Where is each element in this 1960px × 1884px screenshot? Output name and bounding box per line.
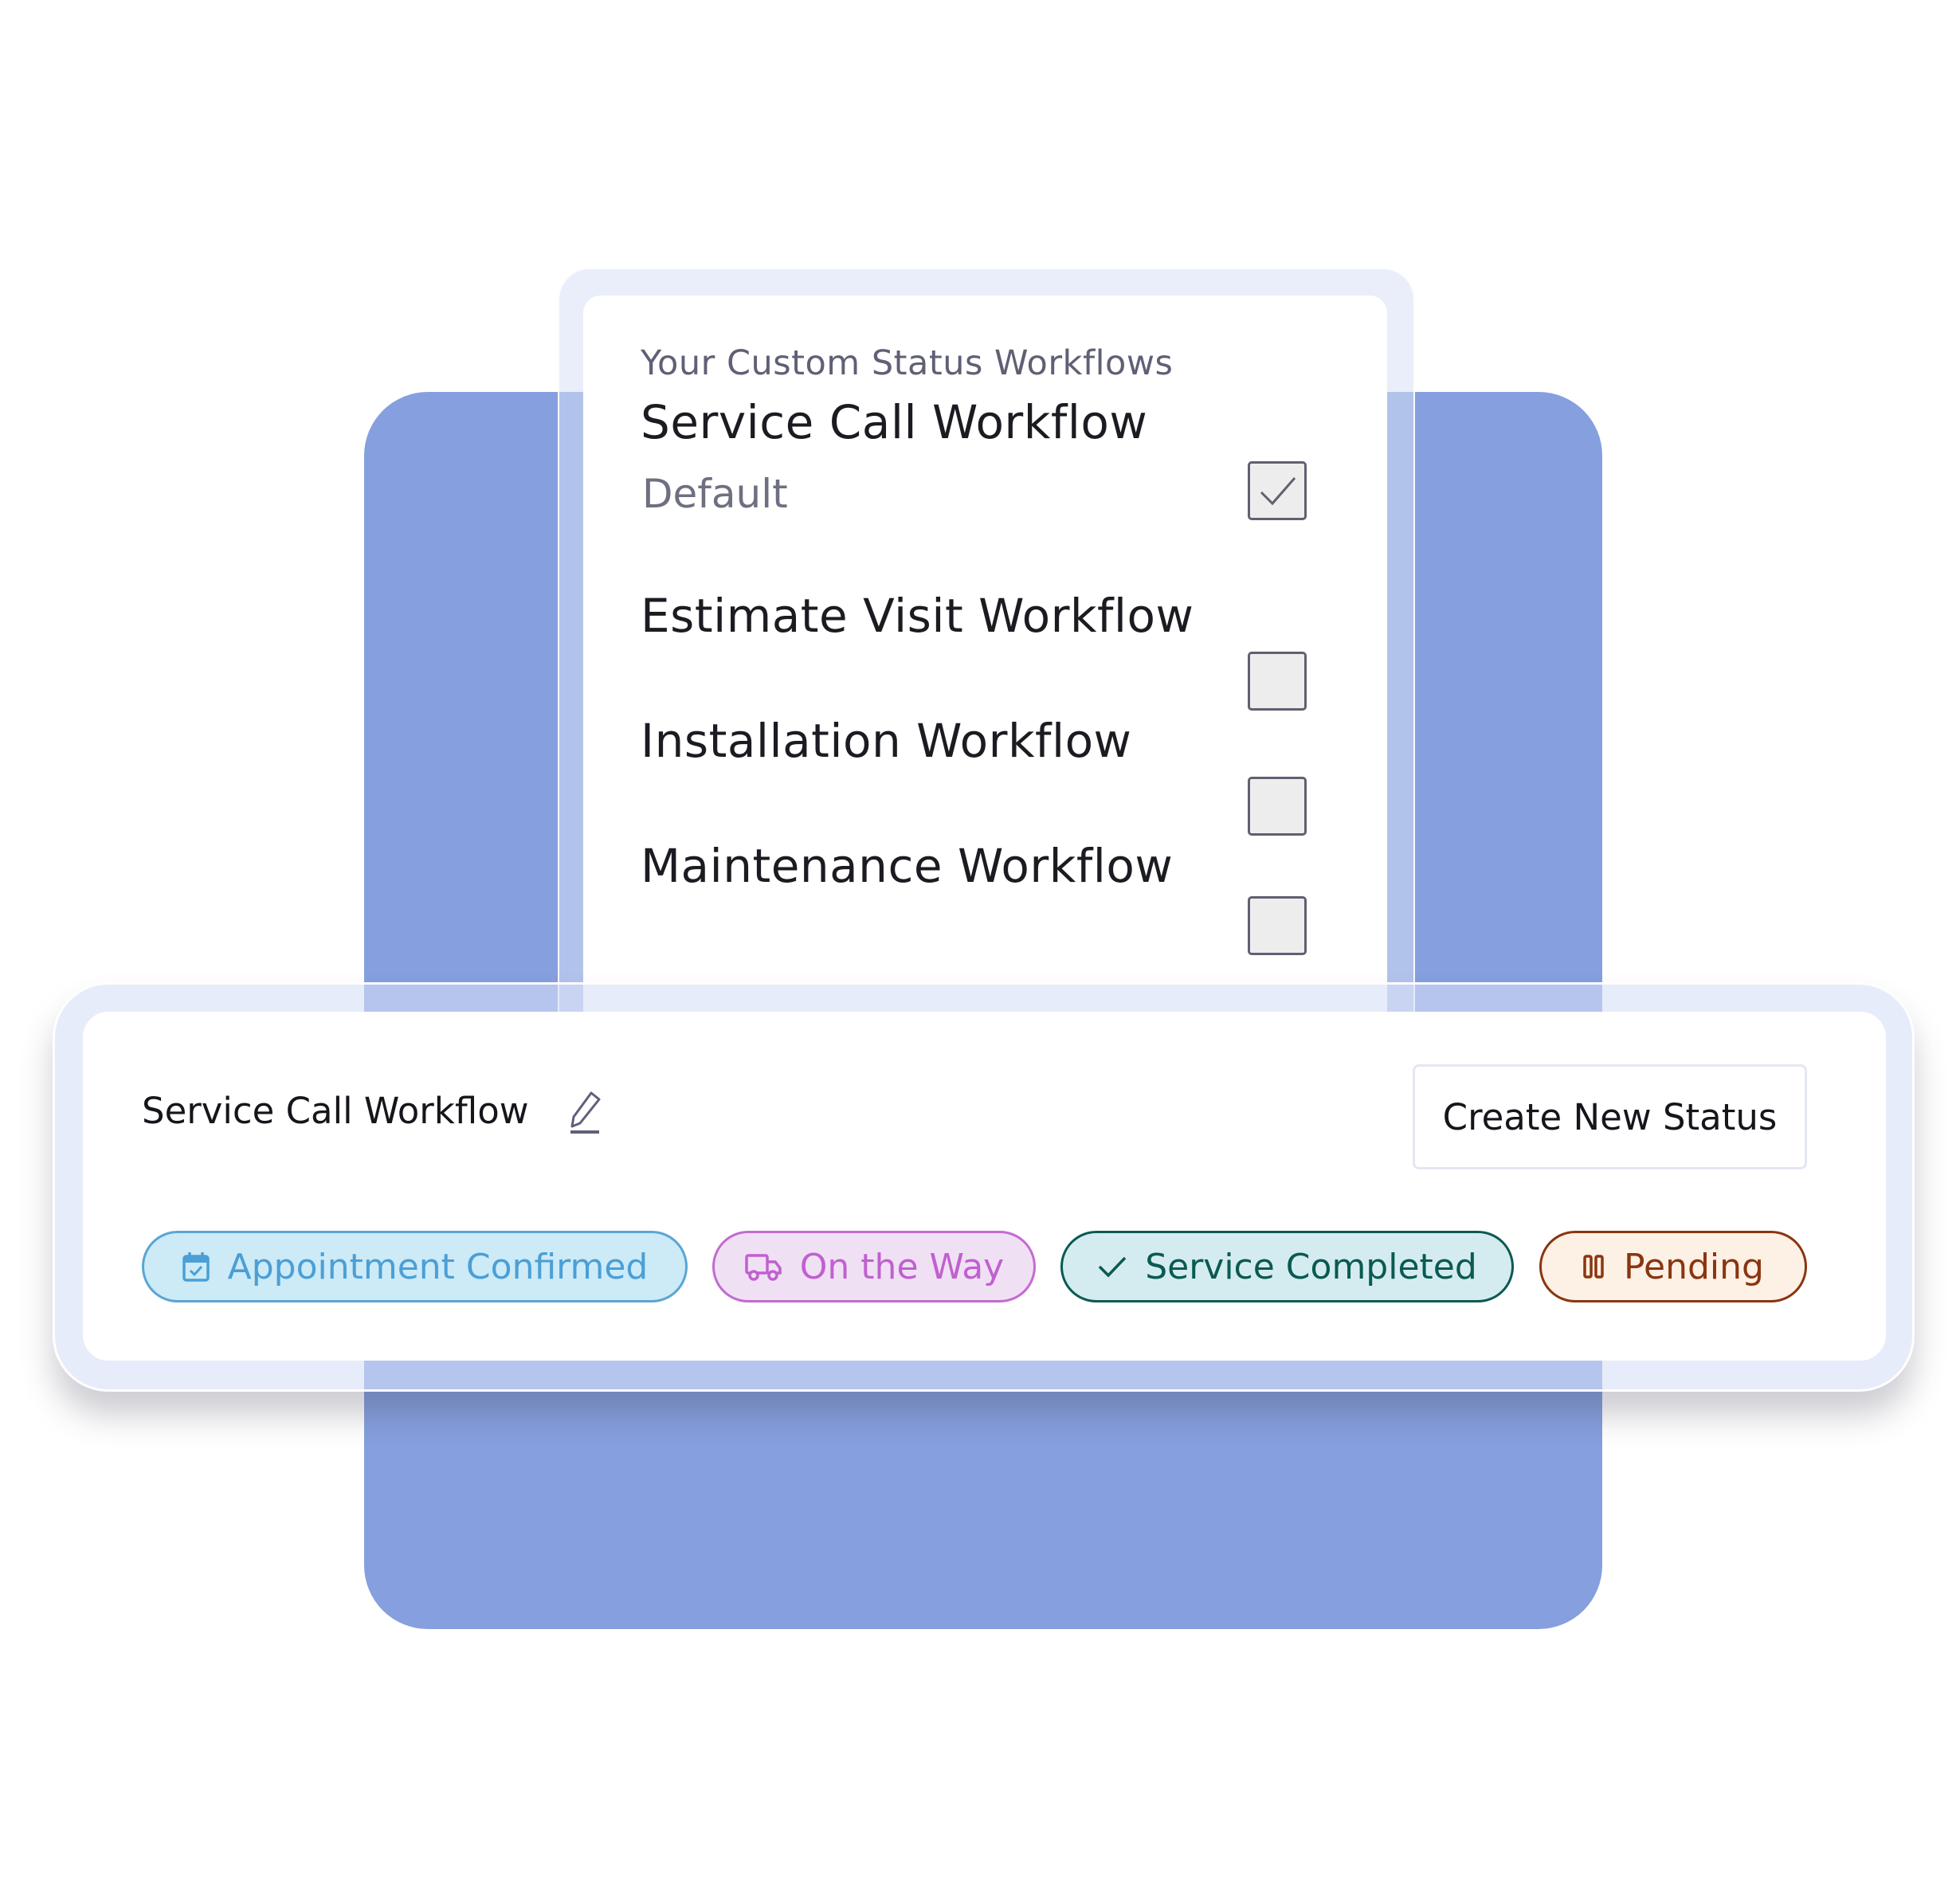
- workflow-item-service-call[interactable]: Service Call Workflow: [641, 395, 1148, 449]
- status-label: Service Completed: [1145, 1246, 1477, 1287]
- status-label: Pending: [1624, 1246, 1764, 1287]
- pencil-icon[interactable]: [567, 1090, 602, 1134]
- create-new-status-button[interactable]: Create New Status: [1413, 1064, 1807, 1169]
- panel-title: Your Custom Status Workflows: [641, 343, 1174, 383]
- checkbox-estimate-visit[interactable]: [1248, 652, 1307, 711]
- default-label: Default: [642, 471, 788, 517]
- editor-title: Service Call Workflow: [142, 1090, 529, 1132]
- check-icon: [1098, 1256, 1127, 1278]
- status-pending[interactable]: Pending: [1539, 1231, 1807, 1302]
- workflow-editor: Service Call Workflow Create New Status …: [83, 1012, 1886, 1361]
- status-on-the-way[interactable]: On the Way: [712, 1231, 1036, 1302]
- status-service-completed[interactable]: Service Completed: [1060, 1231, 1514, 1302]
- workflow-item-estimate-visit[interactable]: Estimate Visit Workflow: [641, 589, 1194, 643]
- checkbox-installation[interactable]: [1248, 777, 1307, 836]
- pause-icon: [1583, 1255, 1604, 1279]
- checkbox-maintenance[interactable]: [1248, 896, 1307, 955]
- workflow-item-installation[interactable]: Installation Workflow: [641, 714, 1132, 768]
- truck-icon: [745, 1254, 782, 1281]
- status-appointment-confirmed[interactable]: Appointment Confirmed: [142, 1231, 688, 1302]
- workflow-item-maintenance[interactable]: Maintenance Workflow: [641, 839, 1174, 893]
- workflows-panel: Your Custom Status Workflows Service Cal…: [583, 296, 1387, 1013]
- check-icon: [1260, 477, 1296, 506]
- status-label: On the Way: [799, 1246, 1005, 1287]
- calendar-check-icon: [182, 1252, 210, 1282]
- status-label: Appointment Confirmed: [227, 1246, 649, 1287]
- checkbox-service-call[interactable]: [1248, 461, 1307, 520]
